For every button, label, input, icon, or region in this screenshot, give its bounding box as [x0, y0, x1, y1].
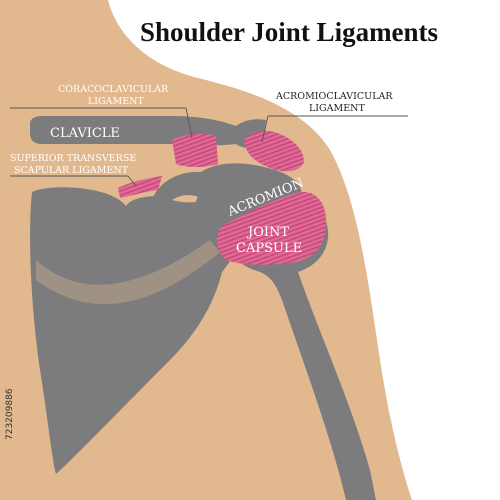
superior-transverse-label-line1: SUPERIOR TRANSVERSE — [10, 153, 136, 164]
watermark-id: 723209886 — [5, 388, 15, 440]
page-title: Shoulder Joint Ligaments — [140, 17, 438, 47]
coracoclavicular-label-line2: LIGAMENT — [88, 96, 144, 107]
superior-transverse-ligament — [118, 176, 162, 198]
superior-transverse-label-line2: SCAPULAR LIGAMENT — [14, 165, 129, 176]
scapula-bone — [30, 187, 247, 474]
coracoclavicular-ligament — [172, 133, 218, 167]
acromioclavicular-label-line1: ACROMIOCLAVICULAR — [275, 91, 393, 102]
acromion-bone — [194, 163, 302, 236]
joint-capsule-label-line2: CAPSULE — [236, 241, 302, 256]
leader-line-coracoclavicular-drop — [185, 107, 193, 139]
clavicle-label: CLAVICLE — [50, 126, 120, 141]
acromioclavicular-label-line2: LIGAMENT — [309, 103, 365, 114]
joint-capsule-ligament — [217, 191, 327, 265]
acromioclavicular-ligament — [244, 130, 304, 172]
joint-capsule-label-line1: JOINT — [246, 225, 289, 240]
coracoclavicular-label-line1: CORACOCLAVICULAR — [58, 84, 169, 95]
leader-line-superior-transverse-drop — [127, 175, 137, 187]
scapula-spine — [36, 240, 220, 305]
humerus-bone — [231, 196, 376, 500]
leader-line-acromioclavicular-drop — [261, 115, 269, 143]
